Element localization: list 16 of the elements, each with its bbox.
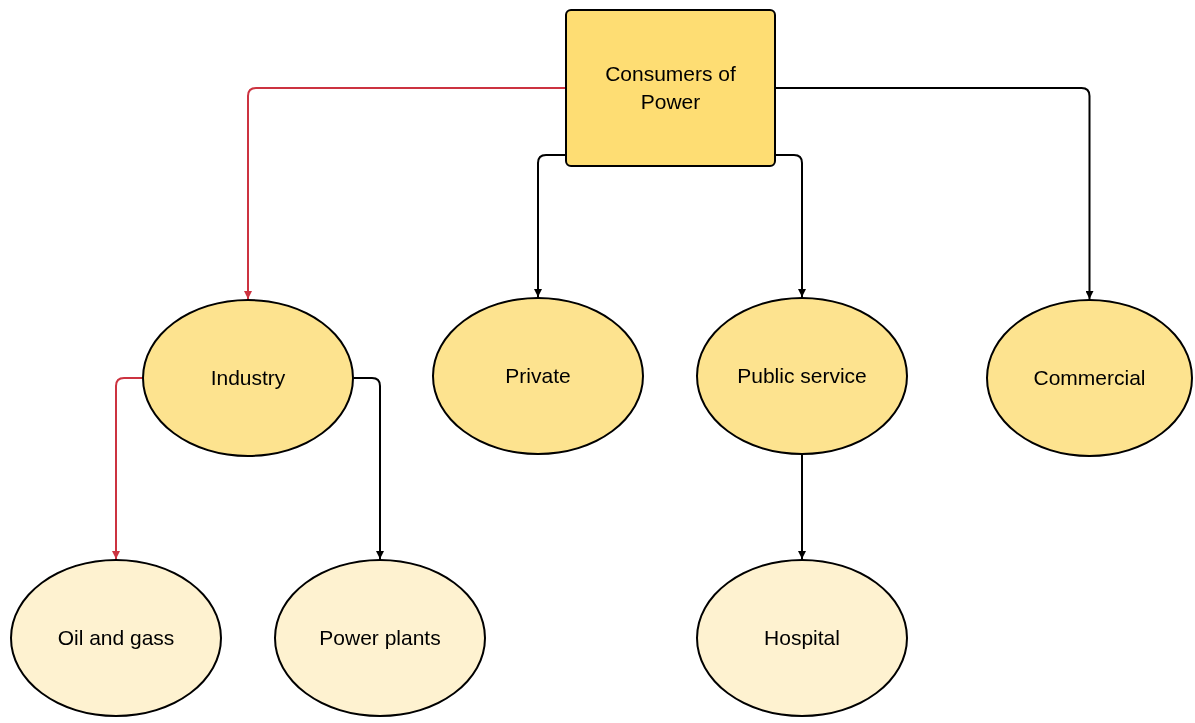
- arrow: [244, 87, 566, 300]
- node-label: Private: [505, 363, 571, 389]
- arrow: [775, 154, 806, 298]
- node-label: Consumers of Power: [604, 61, 737, 115]
- arrow: [353, 377, 384, 560]
- process-box: [565, 9, 776, 167]
- node-label: Industry: [210, 365, 286, 391]
- node-label: Commercial: [1033, 365, 1146, 391]
- arrow: [112, 377, 143, 560]
- node-label: Public service: [737, 363, 867, 389]
- arrow: [775, 87, 1094, 300]
- arrow: [534, 154, 566, 298]
- node-label: Power plants: [319, 625, 441, 651]
- arrow: [798, 454, 806, 560]
- node-label: Hospital: [764, 625, 840, 651]
- node-label: Oil and gass: [57, 625, 175, 651]
